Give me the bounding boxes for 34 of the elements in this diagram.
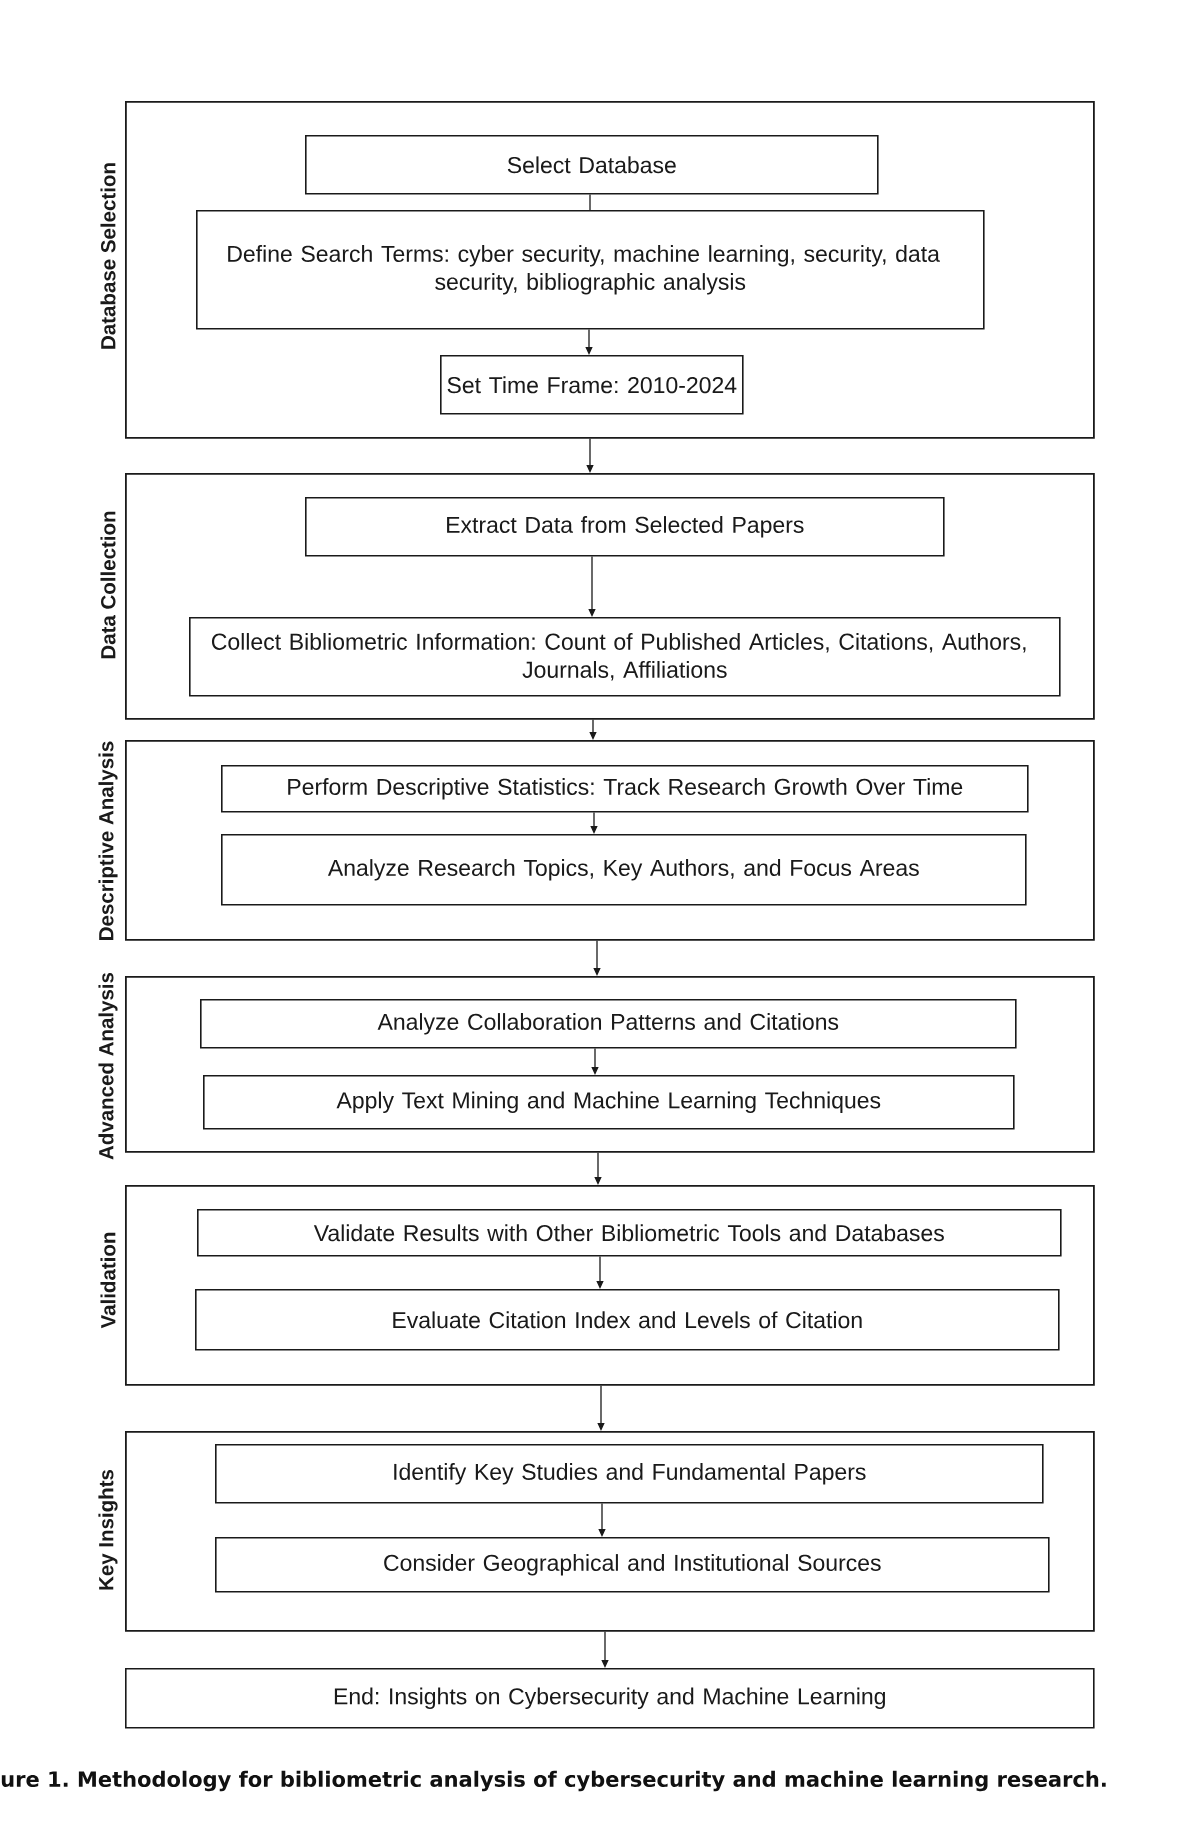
section-heading: Validation	[100, 1232, 116, 1329]
section-heading: Advanced Analysis	[98, 972, 118, 1160]
process-box: Evaluate Citation Index and Levels of Citation	[195, 1289, 1060, 1351]
process-box: Validate Results with Other Bibliometric Tools and Databases	[197, 1209, 1062, 1257]
section-heading: Descriptive Analysis	[98, 741, 118, 940]
arrow	[590, 811, 598, 834]
arrow	[588, 555, 596, 617]
arrow	[596, 1255, 604, 1289]
process-box: Consider Geographical and Institutional Sources	[215, 1537, 1050, 1593]
process-box: Analyze Collaboration Patterns and Citations	[200, 999, 1017, 1049]
process-box: Perform Descriptive Statistics: Track Research Growth Over Time	[221, 765, 1029, 813]
arrow	[593, 940, 601, 976]
process-box: Select Database	[305, 135, 879, 195]
arrow	[591, 1047, 599, 1075]
process-box: Define Search Terms: cyber security, machine learning, security, data security, bibliographic analysis	[196, 210, 985, 330]
process-box: Set Time Frame: 2010-2024	[440, 355, 744, 415]
process-box: Extract Data from Selected Papers	[305, 497, 945, 557]
section-heading: Database Selection	[100, 163, 116, 349]
process-box: Apply Text Mining and Machine Learning Techniques	[203, 1075, 1015, 1130]
arrow	[589, 719, 597, 740]
process-box: Collect Bibliometric Information: Count of Published Articles, Citations, Authors, Journals, Affiliations	[189, 617, 1061, 697]
arrow	[585, 328, 593, 355]
connector-line	[589, 193, 591, 211]
arrow	[598, 1502, 606, 1537]
arrow	[594, 1152, 602, 1185]
arrow	[601, 1631, 609, 1668]
process-box: Analyze Research Topics, Key Authors, and Focus Areas	[221, 834, 1027, 906]
figure-caption: ure 1. Methodology for bibliometric analysis of cybersecurity and machine learning research.	[1, 1770, 1106, 1792]
arrow	[597, 1385, 605, 1431]
process-box: Identify Key Studies and Fundamental Papers	[215, 1444, 1044, 1504]
arrow	[586, 438, 594, 473]
section-heading: Key Insights	[98, 1469, 118, 1590]
process-box: End: Insights on Cybersecurity and Machine Learning	[125, 1668, 1095, 1729]
section-heading: Data Collection	[100, 511, 116, 659]
